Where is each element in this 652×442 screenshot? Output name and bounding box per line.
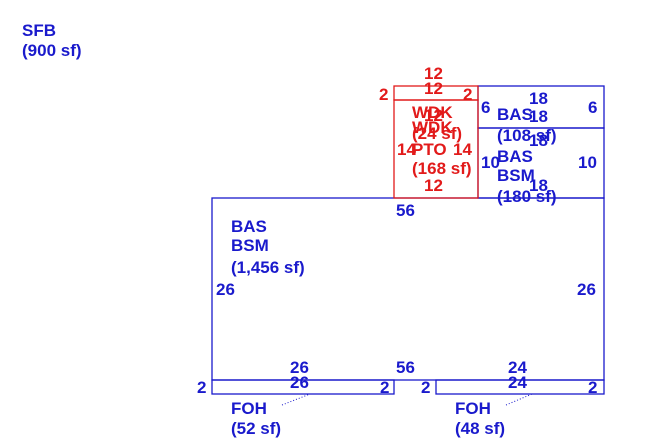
foh-right-top-dim-a: 24 (508, 358, 527, 377)
bas-main-area: (1,456 sf) (231, 258, 305, 277)
bas-upper-right-dim: 6 (588, 98, 597, 117)
wdk-inner-dim: 12 (424, 106, 443, 125)
foh-right-label: FOH (455, 399, 491, 418)
foh-right-outline (435, 379, 605, 395)
foh-left-outline (211, 379, 395, 395)
pto-bottom-dim: 12 (424, 176, 443, 195)
foh-left-left-dim: 2 (197, 378, 206, 397)
summary-area: (900 sf) (22, 41, 82, 60)
foh-left-area: (52 sf) (231, 419, 281, 438)
foh-left-right-dim: 2 (380, 378, 389, 397)
wdk-label-b: WDK (412, 118, 453, 137)
pto-right-dim: 14 (453, 140, 472, 159)
foh-left-top-dim-b: 26 (290, 373, 309, 392)
wdk-top-dim-b: 12 (424, 79, 443, 98)
wdk-label-a: WDK (412, 103, 453, 122)
bas-lower-right-dim: 10 (578, 153, 597, 172)
foh-left-top-dim-a: 26 (290, 358, 309, 377)
wdk-right-dim: 2 (463, 85, 472, 104)
pto-area: (168 sf) (412, 159, 472, 178)
bas-main-right-dim: 26 (577, 280, 596, 299)
bas-upper-left-dim: 6 (481, 98, 490, 117)
bas-main-label: BAS (231, 217, 267, 236)
bas-main-outline (211, 197, 605, 381)
bas-main-bottom-dim: 56 (396, 358, 415, 377)
wdk-top-dim-a: 12 (424, 64, 443, 83)
pto-outline (393, 99, 479, 199)
bas-upper-top-dim: 18 (529, 89, 548, 108)
foh-right-leader (505, 393, 533, 406)
foh-right-area: (48 sf) (455, 419, 505, 438)
foh-right-top-dim-b: 24 (508, 373, 527, 392)
bas-lower-bottom-dim: 18 (529, 176, 548, 195)
bsm-lower-label: BSM (497, 166, 535, 185)
bas-main-left-dim: 26 (216, 280, 235, 299)
wdk-area: (24 sf) (412, 124, 462, 143)
bas-lower-left-dim: 10 (481, 153, 500, 172)
bas-lower-area: (180 sf) (497, 187, 557, 206)
bas-lower-top-dim: 18 (529, 131, 548, 150)
foh-left-leader (281, 393, 311, 406)
bas-upper-bottom-dim: 18 (529, 107, 548, 126)
foh-right-right-dim: 2 (588, 378, 597, 397)
wdk-left-dim: 2 (379, 85, 388, 104)
summary-name: SFB (22, 21, 56, 40)
bas-upper-label: BAS (497, 105, 533, 124)
bas-upper-area: (108 sf) (497, 126, 557, 145)
bas-main-top-dim: 56 (396, 201, 415, 220)
foh-right-left-dim: 2 (421, 378, 430, 397)
foh-left-label: FOH (231, 399, 267, 418)
pto-left-dim: 14 (397, 140, 416, 159)
bsm-main-label: BSM (231, 236, 269, 255)
pto-label: PTO (412, 140, 447, 159)
bas-lower-label: BAS (497, 147, 533, 166)
